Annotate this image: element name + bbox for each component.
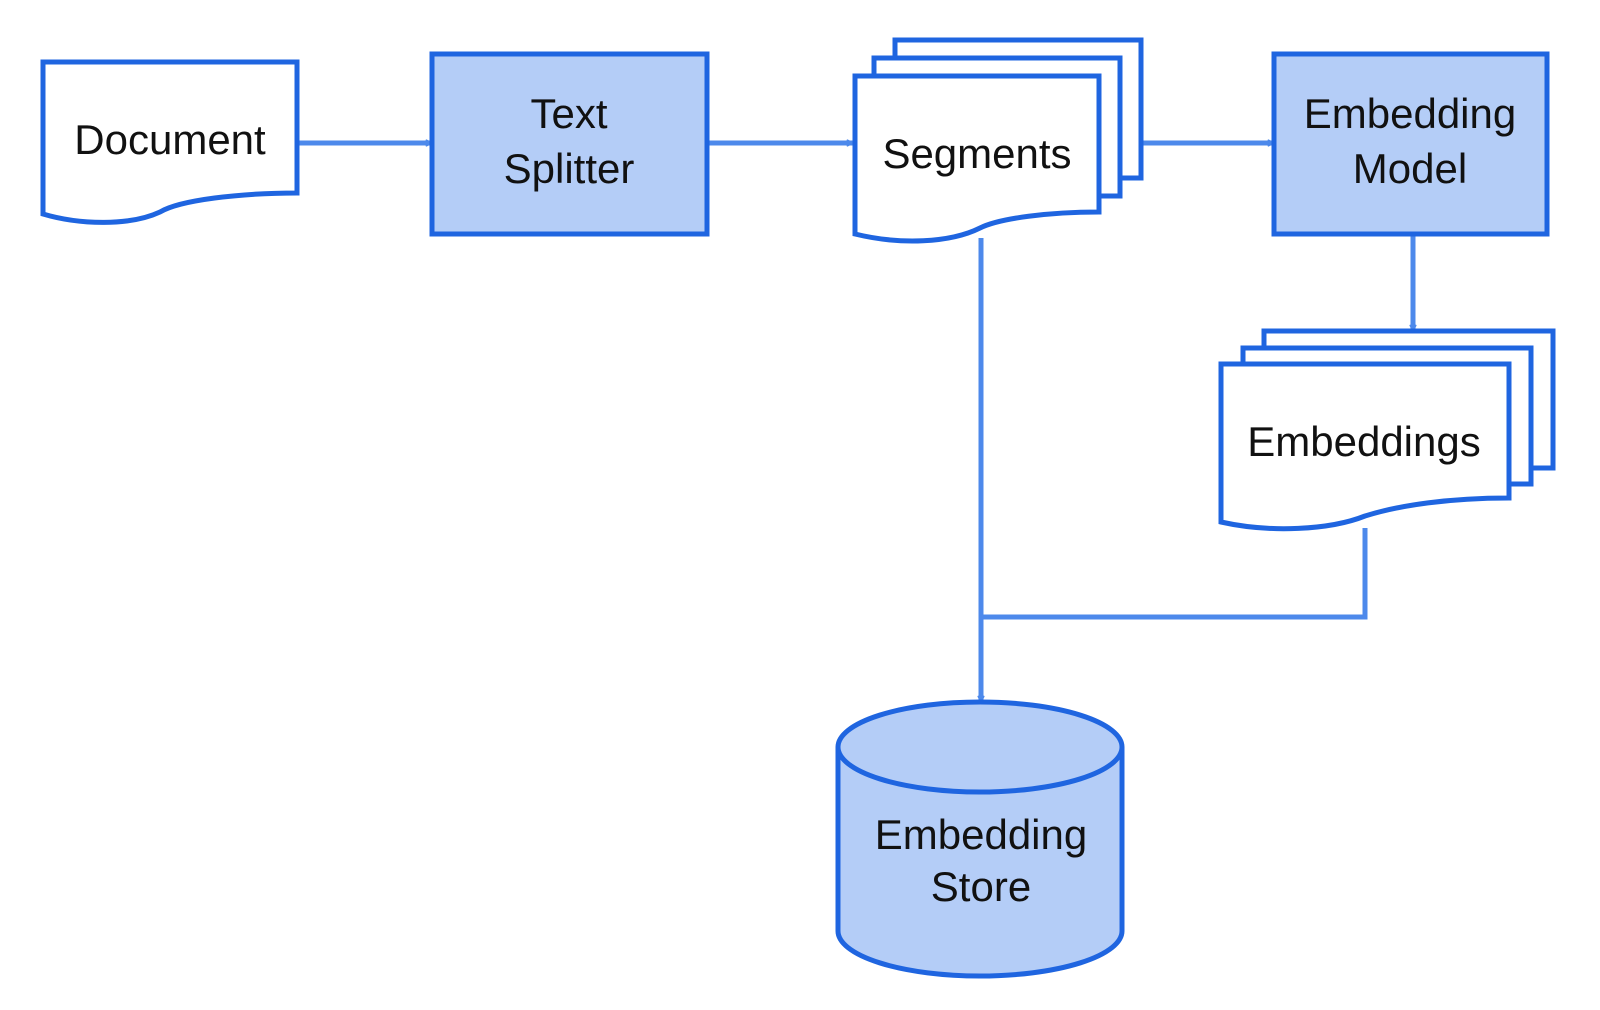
text-splitter-box <box>429 51 710 237</box>
document-label: Document <box>74 116 266 163</box>
segments-front-sheet <box>852 73 1102 244</box>
embedding-model-box <box>1271 51 1550 237</box>
text-splitter-node: Text Splitter <box>429 51 710 237</box>
embedding-store-node: Embedding Store <box>835 699 1125 979</box>
embedding-model-label-line2: Model <box>1353 145 1467 192</box>
document-shape <box>40 59 300 225</box>
embedding-store-cylinder-body <box>835 699 1125 979</box>
document-node: Document <box>40 59 300 225</box>
embedding-model-node: Embedding Model <box>1271 51 1550 237</box>
embedding-store-cylinder-rim <box>835 746 1125 795</box>
segments-label: Segments <box>882 130 1071 177</box>
embeddings-front-sheet <box>1218 361 1512 532</box>
embedding-model-label-line1: Embedding <box>1304 90 1516 137</box>
embeddings-node: Embeddings <box>1218 328 1556 532</box>
line-embeddings-to-store <box>981 528 1368 620</box>
segments-node: Segments <box>852 37 1144 244</box>
embedding-store-label-line1: Embedding <box>875 811 1087 858</box>
embeddings-label: Embeddings <box>1247 418 1480 465</box>
text-splitter-label-line2: Splitter <box>504 145 635 192</box>
connectors <box>297 139 1417 703</box>
text-splitter-label-line1: Text <box>530 90 607 137</box>
embedding-store-label-line2: Store <box>931 863 1031 910</box>
